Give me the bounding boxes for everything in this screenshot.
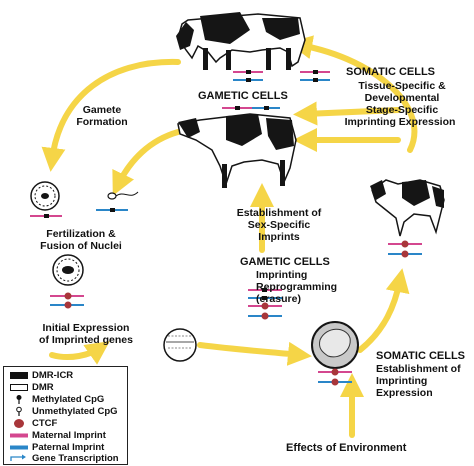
legend: DMR-ICR DMR Methylated CpG Unmethylated …: [3, 366, 128, 465]
legend-item-gene-transcription: Gene Transcription: [6, 453, 126, 464]
establishment-line3: Imprints: [258, 231, 300, 243]
track-somatic-calf: [388, 240, 422, 258]
somatic-top-title: SOMATIC CELLS: [346, 66, 436, 78]
effects-of-environment: Effects of Environment: [286, 442, 407, 454]
legend-item-dmr: DMR: [6, 382, 126, 393]
track-somatic-top: [300, 70, 330, 82]
track-maternal-gamete: [30, 214, 62, 218]
embryo: [163, 328, 197, 362]
arrow-embryo-to-fetus: [197, 341, 312, 366]
fertilization-line2: Fusion of Nuclei: [40, 240, 122, 252]
methylated-cpg-icon: [16, 395, 22, 404]
legend-item-dmr-icr: DMR-ICR: [6, 370, 126, 381]
legend-item-maternal-imprint: Maternal Imprint: [6, 430, 126, 441]
gamete-formation-line1: Gamete: [82, 104, 122, 116]
gametic-mid-line2: Reprogramming: [256, 281, 338, 293]
zygote: [52, 254, 84, 286]
track-establishment: [248, 288, 282, 300]
somatic-bottom-line3: Expression: [376, 387, 433, 399]
arrow-fetus-to-calf: [357, 268, 410, 353]
ctcf-icon: [14, 419, 24, 428]
legend-item-methylated-cpg: Methylated CpG: [6, 394, 126, 405]
cycle-arrows: [41, 35, 418, 438]
initial-expression-line2: of Imprinted genes: [39, 334, 133, 346]
fetus: [311, 321, 359, 369]
gametes: [30, 181, 139, 211]
arrow-somatic-to-adult-cow: [288, 35, 418, 153]
somatic-top-line3: Stage-Specific: [365, 104, 439, 116]
arrow-cow-to-fertilization: [112, 129, 181, 196]
gametic-cells-mid-title: GAMETIC CELLS: [240, 256, 330, 268]
gametic-mid-line3: (erasure): [256, 293, 301, 305]
track-zygote: [50, 292, 84, 309]
initial-expression-line1: Initial Expression: [42, 322, 130, 334]
fertilization-line1: Fertilization &: [46, 228, 116, 240]
legend-item-paternal-imprint: Paternal Imprint: [6, 442, 126, 453]
somatic-bottom-title: SOMATIC CELLS: [376, 350, 466, 362]
gametic-mid-line1: Imprinting: [256, 269, 308, 281]
track-gametic-label: [222, 106, 280, 110]
arrow-zygote-to-embryo: [49, 341, 110, 365]
dmr-tracks: [30, 70, 422, 386]
somatic-bottom-line2: Imprinting: [376, 375, 428, 387]
paternal-imprint-icon: [10, 445, 28, 450]
gametic-cells-top-title: GAMETIC CELLS: [198, 90, 288, 102]
gamete-formation-line2: Formation: [76, 116, 128, 128]
establishment-line2: Sex-Specific: [247, 219, 311, 231]
track-paternal-gamete: [96, 208, 128, 212]
arrow-cow-to-gametes: [41, 58, 181, 172]
gene-transcription-arrow-icon: [10, 454, 26, 461]
maternal-imprint-icon: [10, 433, 28, 438]
dmr-icon: [10, 384, 28, 391]
calf-right: [370, 179, 445, 237]
legend-item-unmethylated-cpg: Unmethylated CpG: [6, 406, 126, 417]
somatic-bottom-line1: Establishment of: [376, 363, 461, 375]
track-somatic-fetus: [318, 368, 352, 386]
track-gametic-top: [233, 70, 263, 82]
unmethylated-cpg-icon: [16, 406, 22, 416]
arrow-calf-to-cow-top: [293, 101, 401, 126]
legend-item-ctcf: CTCF: [6, 418, 126, 429]
somatic-top-line1: Tissue-Specific &: [358, 80, 446, 92]
adult-cow-top: [176, 12, 306, 70]
somatic-top-line4: Imprinting Expression: [344, 116, 456, 128]
dmr-icr-icon: [10, 372, 28, 379]
track-erasure: [248, 302, 282, 320]
adult-cow-middle: [177, 113, 297, 188]
establishment-line1: Establishment of: [236, 207, 322, 219]
somatic-top-line2: Developmental: [364, 92, 440, 104]
